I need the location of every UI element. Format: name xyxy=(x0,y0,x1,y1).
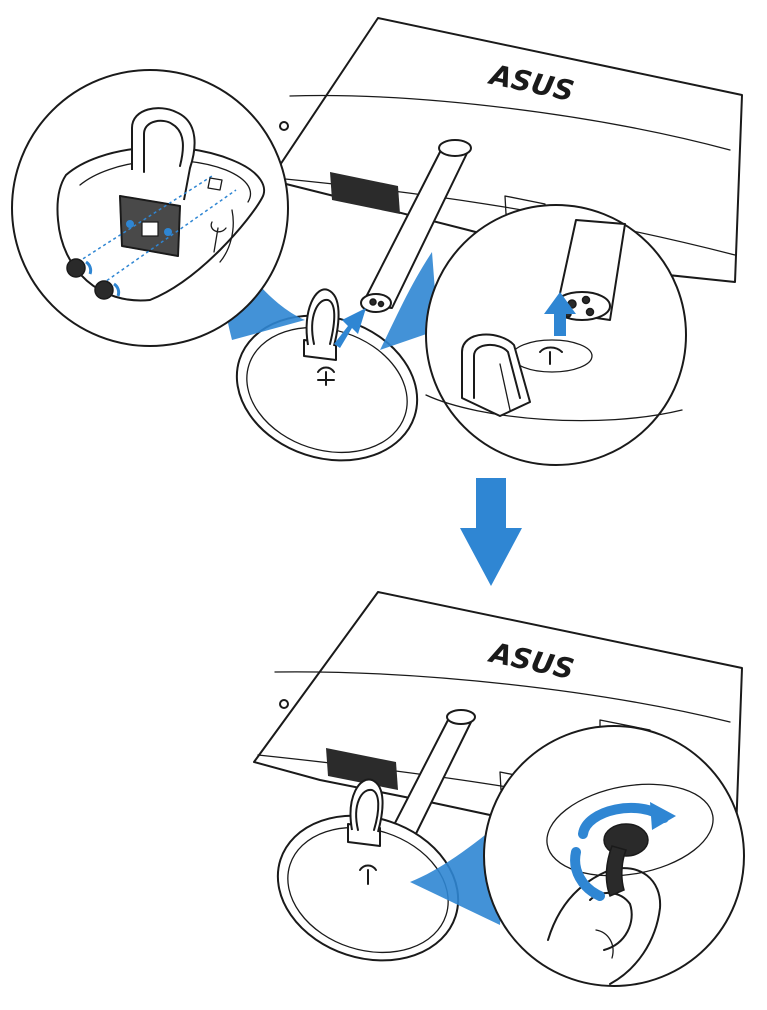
bottom-scene: ASUS xyxy=(253,591,745,987)
stand-arm-top xyxy=(360,139,472,313)
top-scene: ASUS xyxy=(11,17,743,466)
screw-icon xyxy=(66,258,86,278)
arrow-up-icon xyxy=(544,292,576,336)
arrow-down-icon xyxy=(460,478,522,586)
stand-base-bottom xyxy=(276,778,460,962)
screw-icon xyxy=(94,280,114,300)
arrow-up-right-icon xyxy=(334,308,366,348)
zoom-detail-left xyxy=(11,69,305,347)
zoom-detail-screw xyxy=(410,725,745,987)
zoom-detail-right xyxy=(380,204,687,466)
stand-base-top xyxy=(235,288,419,462)
